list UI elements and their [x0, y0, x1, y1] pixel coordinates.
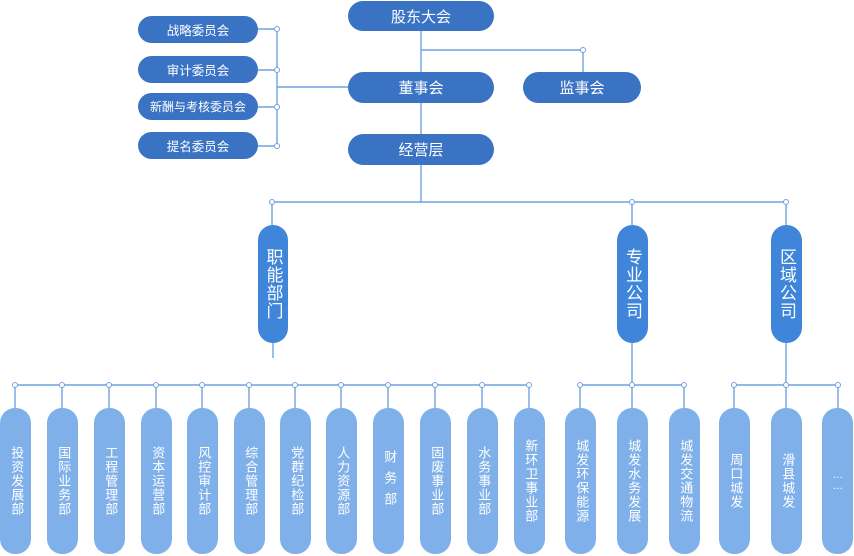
junction-dot [274, 143, 280, 149]
dept-water: 水务事业部 [467, 408, 498, 554]
junction-dot [835, 382, 841, 388]
dept-party: 党群纪检部 [280, 408, 311, 554]
company-water-development: 城发水务发展 [617, 408, 648, 554]
junction-dot [269, 199, 275, 205]
committee-strategy: 战略委员会 [138, 16, 258, 43]
committee-audit: 审计委员会 [138, 56, 258, 83]
dept-solid-waste: 固废事业部 [420, 408, 451, 554]
group-functional: 职能部门 [258, 225, 288, 343]
committee-nomination: 提名委员会 [138, 132, 258, 159]
junction-dot [292, 382, 298, 388]
junction-dot [681, 382, 687, 388]
junction-dot [153, 382, 159, 388]
dept-investment: 投资发展部 [0, 408, 31, 554]
company-environmental-energy: 城发环保能源 [565, 408, 596, 554]
dept-hr: 人力资源部 [326, 408, 357, 554]
junction-dot [731, 382, 737, 388]
junction-dot [629, 199, 635, 205]
junction-dot [106, 382, 112, 388]
junction-dot [432, 382, 438, 388]
junction-dot [274, 67, 280, 73]
junction-dot [385, 382, 391, 388]
junction-dot [580, 47, 586, 53]
junction-dot [274, 26, 280, 32]
junction-dot [783, 199, 789, 205]
junction-dot [338, 382, 344, 388]
junction-dot [59, 382, 65, 388]
dept-capital: 资本运营部 [141, 408, 172, 554]
dept-engineering: 工程管理部 [94, 408, 125, 554]
node-board: 董事会 [348, 72, 494, 103]
committee-compensation: 新酬与考核委员会 [138, 93, 258, 120]
company-zhoukou: 周口城发 [719, 408, 750, 554]
dept-sanitation: 新环卫事业部 [514, 408, 545, 554]
company-transport-logistics: 城发交通物流 [669, 408, 700, 554]
node-shareholders: 股东大会 [348, 1, 494, 31]
company-more: …… [822, 408, 853, 554]
dept-general: 综合管理部 [234, 408, 265, 554]
junction-dot [526, 382, 532, 388]
dept-risk-audit: 风控审计部 [187, 408, 218, 554]
group-regional: 区域公司 [771, 225, 802, 343]
junction-dot [783, 382, 789, 388]
dept-international: 国际业务部 [47, 408, 78, 554]
node-supervisors: 监事会 [523, 72, 641, 103]
junction-dot [246, 382, 252, 388]
group-professional: 专业公司 [617, 225, 648, 343]
junction-dot [199, 382, 205, 388]
junction-dot [577, 382, 583, 388]
company-huaxian: 滑县城发 [771, 408, 802, 554]
dept-finance: 财务部 [373, 408, 404, 554]
junction-dot [274, 104, 280, 110]
junction-dot [12, 382, 18, 388]
node-management: 经营层 [348, 134, 494, 165]
junction-dot [629, 382, 635, 388]
junction-dot [479, 382, 485, 388]
